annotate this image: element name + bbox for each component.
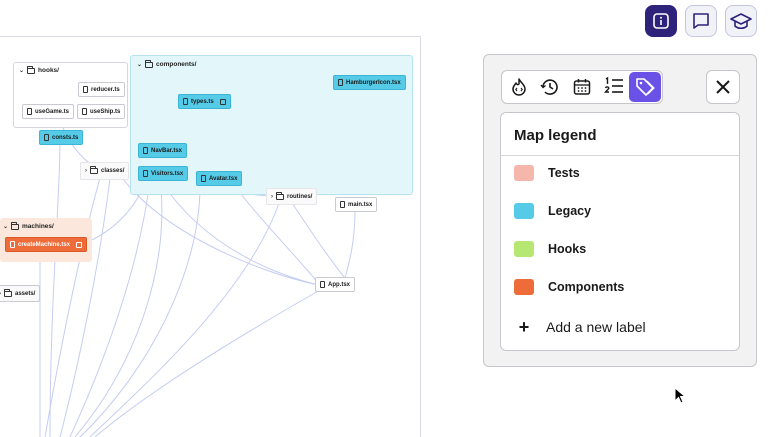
folder-icon [4, 288, 12, 297]
tab-calendar[interactable] [566, 72, 598, 102]
file-node-hamburgericon[interactable]: HamburgerIcon.tsx [333, 75, 406, 90]
edge [69, 179, 151, 437]
file-node-consts[interactable]: consts.ts [39, 130, 84, 145]
legend-swatch [514, 203, 534, 219]
tag-icon [636, 78, 656, 96]
file-node-usegame[interactable]: useGame.ts [22, 104, 75, 119]
chat-bubble-icon [693, 13, 709, 29]
legend-swatch [514, 165, 534, 181]
file-icon [83, 86, 88, 93]
chevron-right-icon: › [271, 193, 273, 200]
file-icon [27, 108, 32, 115]
chevron-down-icon: ⌄ [137, 62, 143, 68]
folder-machines[interactable]: ⌄ machines/ [3, 221, 54, 230]
edge [59, 177, 111, 437]
file-node-app[interactable]: App.tsx [315, 277, 356, 292]
legend-divider [501, 155, 739, 156]
folder-icon [27, 65, 36, 74]
folder-icon [276, 191, 284, 200]
chat-button[interactable] [685, 5, 717, 37]
map-legend: Map legend Tests Legacy Hooks Components… [500, 112, 740, 351]
folder-classes[interactable]: › classes/ [80, 162, 130, 180]
chevron-right-icon: › [85, 168, 87, 174]
info-button[interactable] [645, 5, 677, 37]
file-icon [340, 201, 345, 208]
file-node-reducer[interactable]: reducer.ts [78, 82, 125, 97]
clock-history-icon [540, 79, 559, 95]
file-node-avatar[interactable]: Avatar.tsx [196, 171, 243, 186]
legend-swatch [514, 279, 534, 295]
file-node-visitors[interactable]: Visitors.tsx [138, 166, 189, 181]
folder-icon [145, 59, 154, 68]
legend-item-hooks[interactable]: Hooks [514, 239, 586, 259]
chevron-right-icon: › [0, 291, 1, 297]
chevron-down-icon: ⌄ [3, 224, 9, 230]
graduation-cap-icon [730, 13, 752, 30]
legend-swatch [514, 241, 534, 257]
edge [89, 199, 281, 437]
graph-frame [0, 36, 421, 437]
folder-components[interactable]: ⌄ components/ [137, 59, 197, 68]
edge [44, 177, 101, 437]
calendar-icon [573, 79, 591, 95]
panel-tabs [501, 70, 663, 104]
legend-item-tests[interactable]: Tests [514, 163, 580, 183]
add-label-text: Add a new label [546, 319, 646, 335]
file-icon [143, 170, 148, 177]
add-label-button[interactable]: + Add a new label [514, 317, 646, 337]
edge [289, 199, 346, 279]
legend-title: Map legend [514, 127, 597, 144]
chevron-down-icon: ⌄ [19, 68, 25, 74]
edge [79, 185, 201, 437]
file-icon [183, 98, 188, 105]
edge [74, 179, 163, 437]
legend-item-components[interactable]: Components [514, 277, 624, 297]
edge [94, 289, 321, 437]
folder-routines[interactable]: › routines/ [266, 188, 318, 205]
close-panel-button[interactable] [706, 70, 740, 104]
folder-icon [11, 221, 20, 230]
legend-label: Hooks [548, 242, 587, 256]
numbered-list-icon [603, 76, 623, 93]
legend-item-legacy[interactable]: Legacy [514, 201, 591, 221]
file-node-main[interactable]: main.tsx [335, 197, 378, 212]
file-icon [143, 147, 148, 154]
file-icon [201, 175, 206, 182]
legend-label: Legacy [548, 204, 592, 218]
file-node-types[interactable]: types.ts [178, 94, 231, 109]
legend-label: Tests [548, 166, 580, 180]
plus-icon: + [518, 317, 530, 337]
external-link-icon [76, 241, 83, 248]
external-link-icon [219, 98, 226, 105]
legend-label: Components [548, 280, 625, 294]
folder-assets[interactable]: › assets/ [0, 285, 41, 302]
folder-icon [90, 166, 98, 174]
file-node-useship[interactable]: useShip.ts [77, 104, 126, 119]
close-icon [716, 80, 730, 94]
info-icon [653, 13, 669, 29]
edge [159, 179, 319, 286]
tab-labels[interactable] [629, 72, 661, 102]
file-icon [82, 108, 87, 115]
fire-code-icon [512, 78, 526, 96]
tab-hotspots[interactable] [503, 72, 535, 102]
file-icon [338, 79, 343, 86]
tab-ordered-list[interactable] [598, 72, 630, 102]
file-node-navbar[interactable]: NavBar.tsx [138, 143, 188, 158]
edge [344, 209, 356, 279]
tab-history[interactable] [535, 72, 567, 102]
learn-button[interactable] [725, 5, 757, 37]
file-node-createmachine[interactable]: createMachine.tsx [5, 237, 88, 252]
folder-hooks[interactable]: ⌄ hooks/ [19, 65, 59, 74]
file-icon [320, 281, 325, 288]
file-icon [44, 134, 49, 141]
edge [49, 139, 61, 437]
file-icon [10, 241, 15, 248]
mouse-cursor-icon [674, 387, 686, 404]
